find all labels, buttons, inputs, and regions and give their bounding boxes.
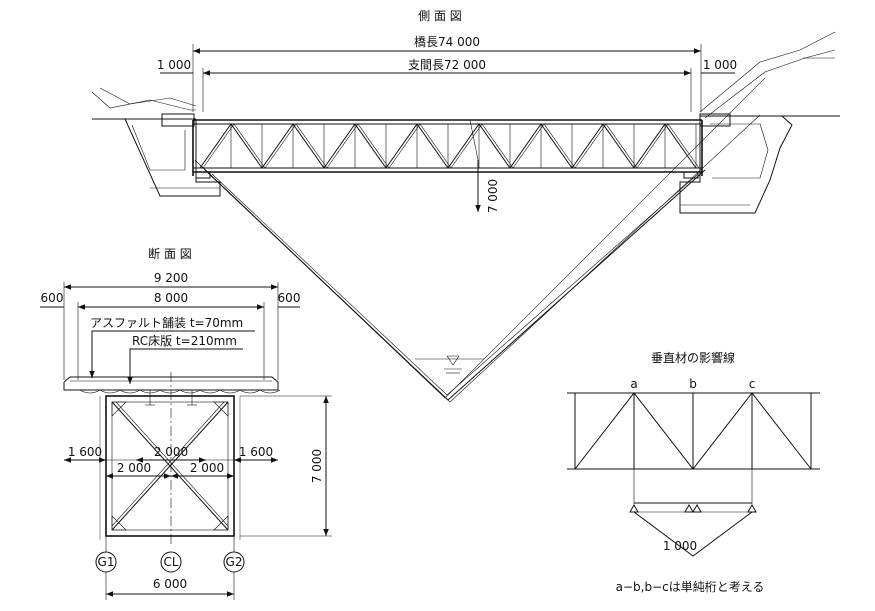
bridge-length-label: 橋長74 000 bbox=[414, 35, 480, 49]
left-abutment bbox=[124, 113, 221, 197]
center-spacing-label: 2 000 bbox=[154, 445, 188, 459]
right-abutment bbox=[679, 113, 793, 214]
influence-line-title: 垂直材の影響線 bbox=[651, 350, 735, 365]
influence-value-label: 1 000 bbox=[663, 539, 697, 553]
slab-label: RC床版 t=210mm bbox=[132, 334, 237, 348]
right-half-spacing-label: 2 000 bbox=[190, 461, 224, 475]
right-overhang-label: 1 000 bbox=[703, 58, 737, 72]
right-cantilever-label: 1 600 bbox=[239, 445, 273, 459]
side-view-title: 側 面 図 bbox=[418, 9, 462, 23]
left-overhang-label: 1 000 bbox=[157, 58, 191, 72]
left-cantilever-label: 1 600 bbox=[68, 445, 102, 459]
ground-profile bbox=[91, 31, 840, 403]
g2-label: G2 bbox=[226, 555, 243, 569]
girder-labels: G1 CL G2 6 000 bbox=[95, 536, 245, 600]
side-view: 側 面 図 橋長74 000 支間長72 000 1 000 1 000 bbox=[91, 9, 840, 403]
truss-section bbox=[99, 395, 241, 540]
node-a-label: a bbox=[630, 377, 637, 391]
deck-width-label: 8 000 bbox=[154, 291, 188, 305]
cross-section-title: 断 面 図 bbox=[148, 246, 192, 261]
section-height-label: 7 000 bbox=[310, 449, 324, 483]
g1-label: G1 bbox=[98, 555, 115, 569]
truss-side bbox=[192, 119, 703, 179]
pavement-label: アスファルト舗装 t=70mm bbox=[90, 316, 243, 330]
span-length-label: 支間長72 000 bbox=[408, 58, 486, 72]
cross-section: 断 面 図 9 200 8 000 600 600 アスファルト舗装 t=70m… bbox=[40, 246, 332, 600]
left-half-spacing-label: 2 000 bbox=[117, 461, 151, 475]
total-width-label: 9 200 bbox=[154, 271, 188, 285]
influence-line-diagram: 垂直材の影響線 a b c 1 000 a−b,b−cは単純桁と考える bbox=[567, 350, 820, 594]
left-edge-label: 600 bbox=[41, 291, 64, 305]
node-c-label: c bbox=[749, 377, 756, 391]
influence-note: a−b,b−cは単純桁と考える bbox=[616, 580, 765, 594]
span-length-dimension: 支間長72 000 1 000 1 000 bbox=[157, 58, 737, 76]
side-height-label: 7 000 bbox=[486, 179, 500, 213]
bridge-length-dimension: 橋長74 000 bbox=[193, 35, 701, 54]
girder-spacing-label: 6 000 bbox=[153, 577, 187, 591]
side-height-dimension: 7 000 bbox=[469, 119, 500, 213]
node-b-label: b bbox=[689, 377, 697, 391]
deck-slab bbox=[63, 376, 281, 406]
cl-label: CL bbox=[163, 555, 178, 569]
right-edge-label: 600 bbox=[278, 291, 301, 305]
